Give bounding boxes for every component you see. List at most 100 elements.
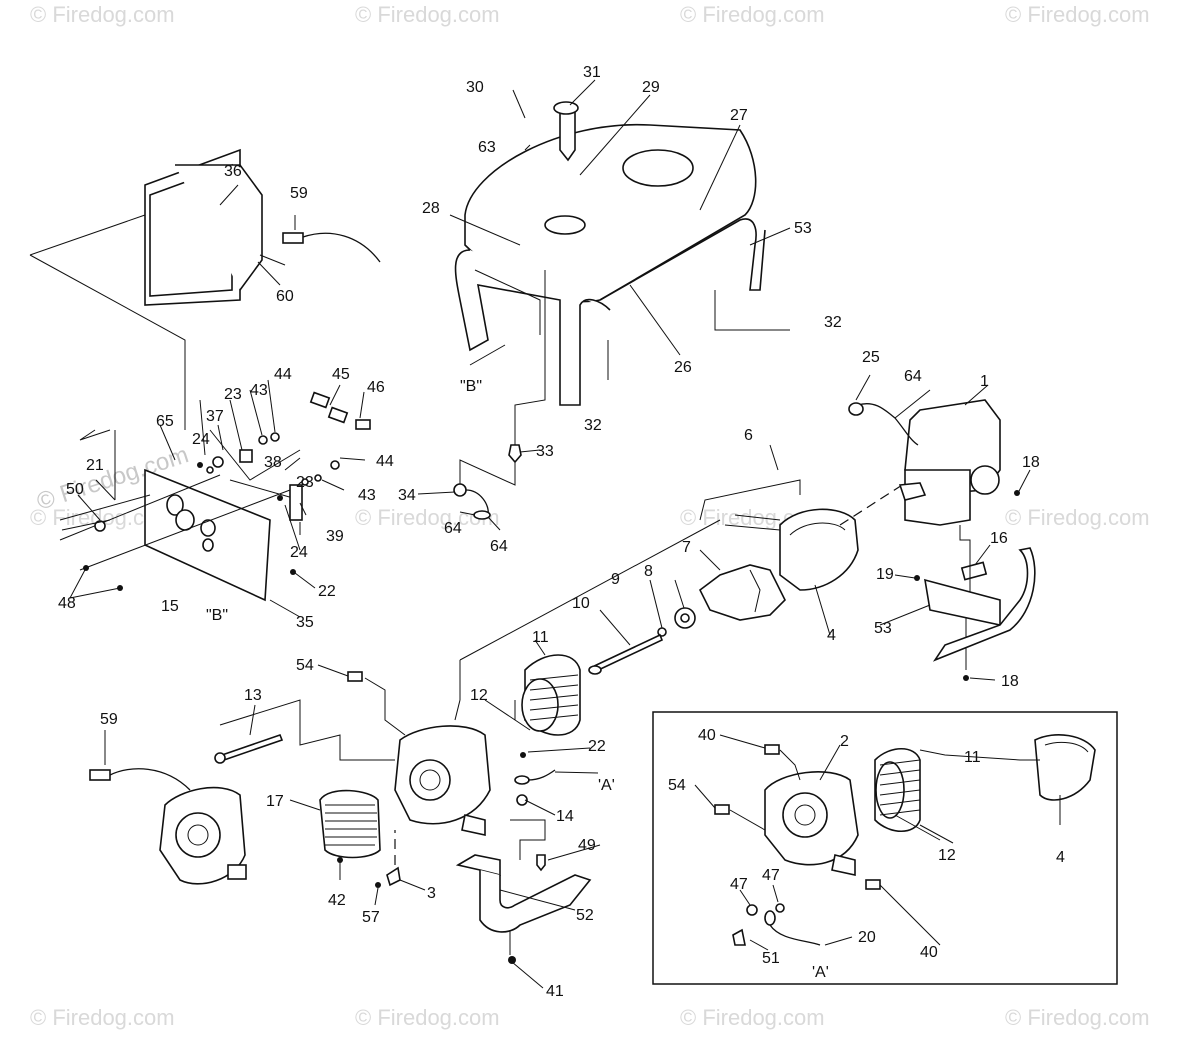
brush-hardware [375, 700, 556, 888]
callout-18-b: 18 [1001, 673, 1019, 690]
callout-11-a: 11 [532, 629, 549, 646]
callout-49: 49 [578, 837, 596, 854]
callout-16: 16 [990, 530, 1008, 547]
callout-41: 41 [546, 983, 564, 1000]
callout-12-b: 12 [938, 847, 956, 864]
callout-26: 26 [674, 359, 692, 376]
callout-2: 2 [840, 733, 849, 750]
callout-11-b: 11 [964, 749, 981, 766]
callout-18-a: 18 [1022, 454, 1040, 471]
switches-and-fasteners [61, 391, 371, 591]
fuel-line-59-top [282, 232, 381, 263]
callout-59-a: 59 [100, 711, 118, 728]
fuel-tank-enclosure [29, 148, 286, 430]
watermark-bot-4: © Firedog.com [1005, 1005, 1150, 1030]
callout-29: 29 [642, 79, 660, 96]
callout-10: 10 [572, 595, 590, 612]
callout-22-b: 22 [588, 738, 606, 755]
callout-24-b: 24 [290, 544, 308, 561]
callout-32-b: 32 [584, 417, 602, 434]
callout-64-b: 64 [444, 520, 462, 537]
through-bolt-13 [214, 733, 284, 764]
frame-and-tank [454, 101, 790, 450]
callout-34: 34 [398, 487, 416, 504]
leader-lines [69, 79, 1061, 989]
fuel-hose-assembly [453, 444, 522, 520]
callout-45: 45 [332, 366, 350, 383]
engine-support-bracket [924, 547, 1036, 662]
control-panel [59, 429, 301, 602]
callout-43-b: 43 [358, 487, 376, 504]
callout-25: 25 [862, 349, 880, 366]
callout-33: 33 [536, 443, 554, 460]
connector-a-1: 'A' [598, 777, 615, 794]
callout-35: 35 [296, 614, 314, 631]
connector-b-1: "B" [460, 378, 482, 395]
callout-38: 38 [264, 454, 282, 471]
callout-51: 51 [762, 950, 780, 967]
callout-24-a: 24 [192, 431, 210, 448]
callout-60: 60 [276, 288, 294, 305]
inset-box [652, 711, 1118, 985]
grille-17 [319, 789, 381, 863]
callout-23-b: 23 [296, 474, 314, 491]
callout-64-a: 64 [904, 368, 922, 385]
callout-42: 42 [328, 892, 346, 909]
callout-44-b: 44 [376, 453, 394, 470]
callout-30: 30 [466, 79, 484, 96]
rotor-and-fan-housing [698, 479, 911, 621]
callout-59-b: 59 [290, 185, 308, 202]
callout-48: 48 [58, 595, 76, 612]
engine [848, 399, 1020, 681]
callout-labels: 1 2 3 4 4 4 6 7 8 9 10 11 11 12 12 13 14… [58, 64, 1065, 1000]
cradle-52 [455, 819, 592, 964]
callout-6: 6 [744, 427, 753, 444]
callout-27: 27 [730, 107, 748, 124]
callout-44-a: 44 [274, 366, 292, 383]
callout-12-a: 12 [470, 687, 488, 704]
callout-32-a: 32 [824, 314, 842, 331]
callout-15: 15 [161, 598, 179, 615]
callout-13: 13 [244, 687, 262, 704]
callout-8: 8 [644, 563, 653, 580]
watermark-top-1: © Firedog.com [30, 2, 175, 27]
callout-54-a: 54 [296, 657, 314, 674]
callout-40-b: 40 [920, 944, 938, 961]
callout-65: 65 [156, 413, 174, 430]
watermark-mid-4: © Firedog.com [1005, 505, 1150, 530]
watermark-bot-3: © Firedog.com [680, 1005, 825, 1030]
callout-47-b: 47 [762, 867, 780, 884]
connector-a-2: 'A' [812, 964, 829, 981]
callout-9: 9 [611, 571, 620, 588]
callout-57: 57 [362, 909, 380, 926]
callout-1: 1 [980, 373, 989, 390]
callout-23-a: 23 [224, 386, 242, 403]
callout-54-b: 54 [668, 777, 686, 794]
callout-52: 52 [576, 907, 594, 924]
callout-22-a: 22 [318, 583, 336, 600]
watermark-bot-1: © Firedog.com [30, 1005, 175, 1030]
shaft-and-bearing [454, 519, 721, 721]
callout-53-b: 53 [874, 620, 892, 637]
rear-bearing-carrier [219, 671, 491, 836]
watermark-top-3: © Firedog.com [680, 2, 825, 27]
callout-4-a: 4 [827, 627, 836, 644]
callout-53-a: 53 [794, 220, 812, 237]
callout-3: 3 [427, 885, 436, 902]
callout-37: 37 [206, 408, 224, 425]
end-cover-left [89, 730, 247, 885]
callout-31: 31 [583, 64, 601, 81]
callout-46: 46 [367, 379, 385, 396]
callout-17: 17 [266, 793, 284, 810]
callout-19: 19 [876, 566, 894, 583]
callout-4-b: 4 [1056, 849, 1065, 866]
callout-7: 7 [682, 539, 691, 556]
callout-64-c: 64 [490, 538, 508, 555]
callout-43-a: 43 [250, 382, 268, 399]
connector-b-2: "B" [206, 607, 228, 624]
callout-47-a: 47 [730, 876, 748, 893]
callout-40-a: 40 [698, 727, 716, 744]
callout-39: 39 [326, 528, 344, 545]
